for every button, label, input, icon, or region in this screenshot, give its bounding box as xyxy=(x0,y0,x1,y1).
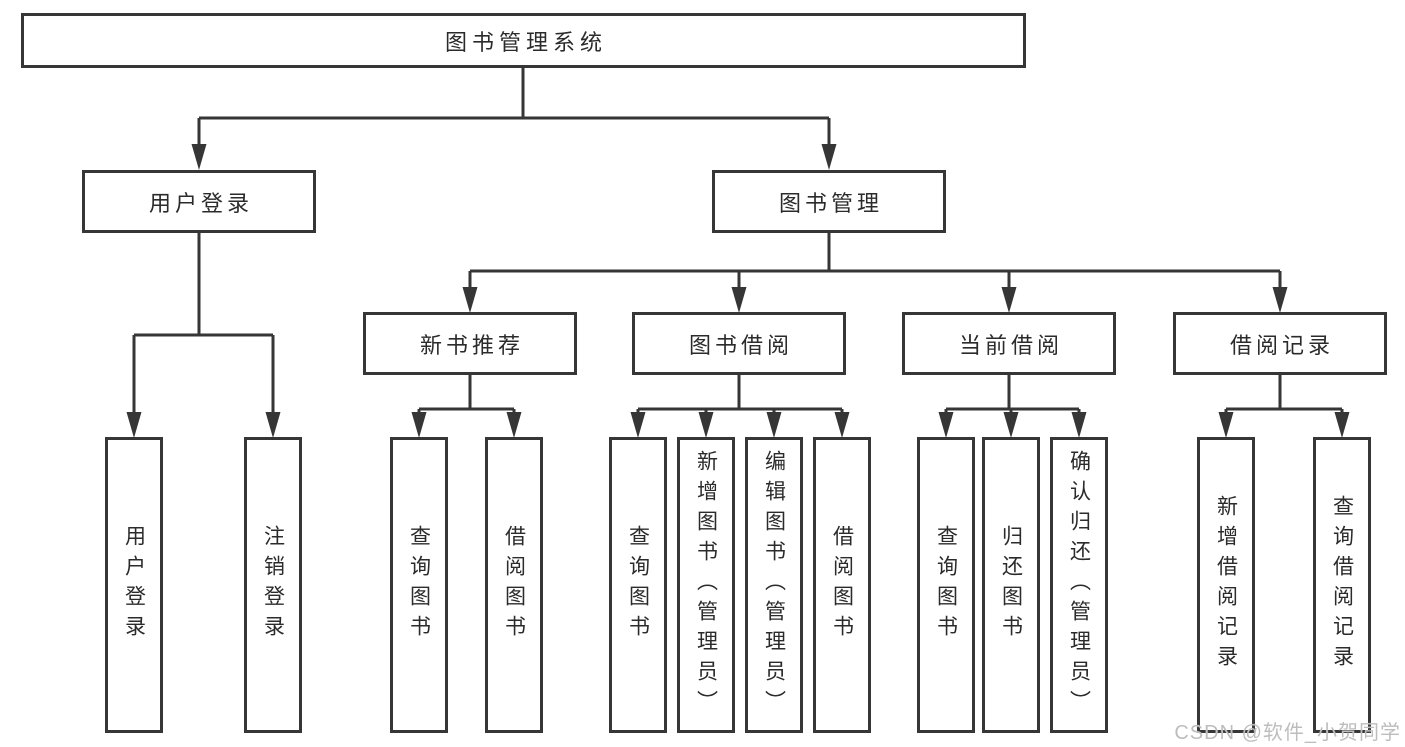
watermark: CSDN @软件_小贺同学 xyxy=(1174,722,1401,744)
node-book-borrowing: 图书借阅 xyxy=(632,312,846,375)
leaf-borrow-borrow-books: 借阅图书 xyxy=(813,437,871,733)
leaf-label: 查询借阅记录 xyxy=(1330,495,1354,675)
leaf-current-confirm-return-admin: 确认归还（管理员） xyxy=(1050,437,1108,733)
leaf-label: 查询图书 xyxy=(407,525,431,645)
leaf-borrow-edit-books-admin: 编辑图书（管理员） xyxy=(745,437,803,733)
node-new-book-recommendation: 新书推荐 xyxy=(363,312,577,375)
leaf-current-query-books: 查询图书 xyxy=(917,437,975,733)
leaf-label: 查询图书 xyxy=(626,525,650,645)
node-library-system: 图书管理系统 xyxy=(21,13,1026,68)
node-label: 图书借阅 xyxy=(688,332,793,358)
node-label: 新书推荐 xyxy=(419,332,524,358)
leaf-label: 确认归还（管理员） xyxy=(1067,450,1091,720)
leaf-label: 借阅图书 xyxy=(502,525,526,645)
node-current-borrowing: 当前借阅 xyxy=(902,312,1116,375)
node-label: 图书管理系统 xyxy=(444,29,607,55)
leaf-label: 新增图书（管理员） xyxy=(694,450,718,720)
leaf-label: 编辑图书（管理员） xyxy=(762,450,786,720)
leaf-logout: 注销登录 xyxy=(244,437,302,733)
leaf-records-add-record: 新增借阅记录 xyxy=(1197,437,1255,733)
leaf-label: 借阅图书 xyxy=(830,525,854,645)
leaf-label: 新增借阅记录 xyxy=(1214,495,1238,675)
node-label: 用户登录 xyxy=(148,190,253,216)
node-label: 当前借阅 xyxy=(958,332,1063,358)
leaf-borrow-query-books: 查询图书 xyxy=(609,437,667,733)
leaf-current-return-books: 归还图书 xyxy=(982,437,1040,733)
node-label: 借阅记录 xyxy=(1229,332,1334,358)
leaf-recommend-borrow-books: 借阅图书 xyxy=(485,437,543,733)
leaf-user-login: 用户登录 xyxy=(105,437,163,733)
leaf-recommend-query-books: 查询图书 xyxy=(390,437,448,733)
leaf-label: 注销登录 xyxy=(261,525,285,645)
leaf-label: 查询图书 xyxy=(934,525,958,645)
node-borrowing-records: 借阅记录 xyxy=(1173,312,1387,375)
node-book-management: 图书管理 xyxy=(712,170,946,233)
node-user-login: 用户登录 xyxy=(82,170,316,233)
leaf-borrow-add-books-admin: 新增图书（管理员） xyxy=(677,437,735,733)
leaf-label: 用户登录 xyxy=(122,525,146,645)
leaf-records-query-record: 查询借阅记录 xyxy=(1313,437,1371,733)
leaf-label: 归还图书 xyxy=(999,525,1023,645)
node-label: 图书管理 xyxy=(778,190,883,216)
